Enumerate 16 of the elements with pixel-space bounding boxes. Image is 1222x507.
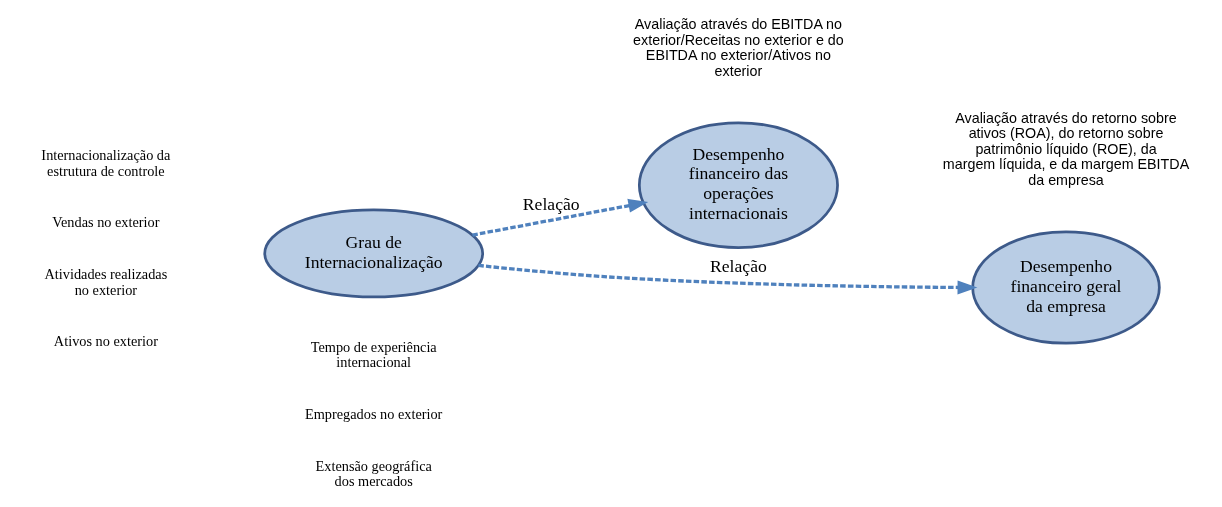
node-ellipse: Desempenho financeiro das operações internacionais — [637, 120, 839, 249]
node-ellipse: Desempenho financeiro geral da empresa — [971, 230, 1161, 345]
node-label: Empregados no exterior — [305, 405, 443, 422]
node-label: Atividades realizadas no exterior — [44, 265, 168, 298]
edge-label: Relação — [522, 193, 580, 214]
node-label: Vendas no exterior — [52, 213, 160, 230]
arrow — [478, 263, 978, 294]
node-label: Extensão geográfica dos mercados — [315, 457, 432, 489]
node-label: Internacionalização da estrutura de controle — [41, 146, 171, 179]
node-label: Ativos no exterior — [53, 332, 158, 349]
arrow — [472, 198, 649, 237]
node-label: Avaliação através do EBITDA no exterior/Receitas no exterior e do EBITDA no exterior/Ativos no exterior — [633, 15, 844, 79]
edge-label: Relação — [710, 255, 767, 276]
node-ellipse: Grau de Internacionalização — [263, 208, 485, 298]
node-label: Avaliação através do retorno sobre ativos (ROA), do retorno sobre patrimônio líquido (ROE), da margem líquida, e da margem EBITDA da empresa — [942, 109, 1190, 188]
node-label: Tempo de experiência internacional — [310, 338, 437, 370]
